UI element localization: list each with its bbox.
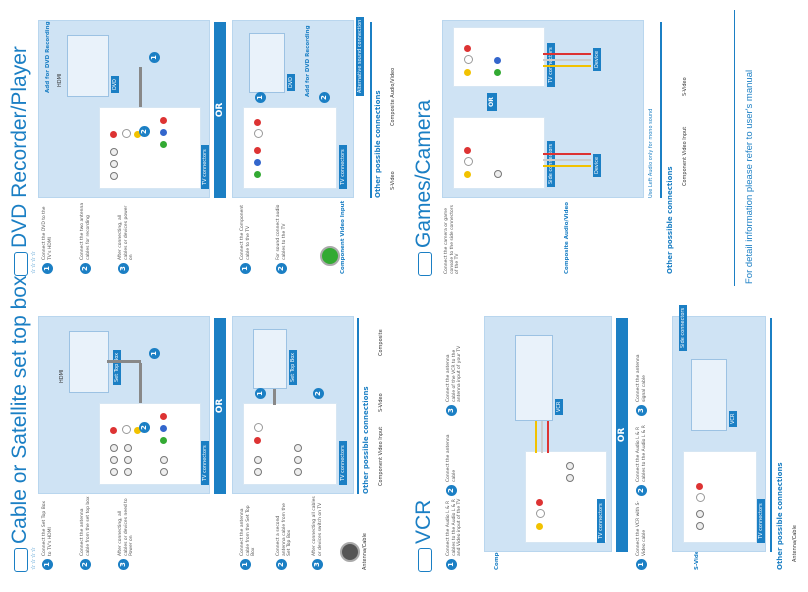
dvd-tag: DVD — [111, 75, 119, 93]
dvd-step-2: Connect the two antenna cables for recor… — [80, 202, 91, 260]
vcr-step-1: Connect the Audio L & R cables to the Au… — [446, 498, 462, 556]
dvd-device-2 — [249, 33, 285, 93]
hdmi-label: HDMI — [59, 369, 65, 383]
dvd-step-b1: Connect the Component cable to the TV — [240, 205, 251, 260]
dvd-section: DVD Recorder/Player ☆☆☆☆ 1 Connect the D… — [0, 0, 404, 296]
vcr-icon — [418, 548, 432, 572]
footer-note: For detail information please refer to u… — [744, 69, 755, 284]
cable-step-b1: Connect the antenna cable from the Set T… — [240, 505, 256, 556]
dvd-tag-2: DVD — [287, 73, 295, 91]
other-connections-heading: Other possible connections — [374, 90, 382, 198]
vcr-step-b3: Connect the antenna signal cable — [636, 354, 647, 402]
option-svideo: S-Video — [682, 77, 688, 96]
games-panel: Side connectors OR TV connectors Device … — [442, 20, 644, 198]
dvd-title: DVD Recorder/Player — [8, 46, 31, 248]
hdmi-label: HDMI — [57, 73, 63, 87]
option-component: Component Video Input — [378, 426, 384, 486]
set-top-box-tag: Set Top Box — [113, 349, 121, 385]
step-1-badge: 1 — [42, 559, 53, 570]
left-audio-note: Use Left Audio only for mono sound — [648, 108, 654, 198]
vcr-step-2: Connect the antenna cable — [446, 434, 457, 482]
device-tag-1: Device — [593, 153, 601, 177]
dvd-device — [67, 35, 109, 97]
vcr-composite-panel: TV connectors VCR — [484, 316, 612, 552]
antenna-plug-icon — [340, 542, 360, 562]
dvd-component-panel: TV connectors DVD Add for DVD Recording … — [232, 20, 354, 198]
or-divider: OR — [214, 22, 226, 198]
cable-step-b3: After connecting all cables or devices s… — [312, 496, 323, 556]
games-section: Games/Camera Connect the camera or game … — [404, 0, 808, 296]
option-component: Component Video Input — [682, 126, 688, 186]
vcr-title: VCR — [412, 499, 435, 544]
antenna-panel: TV connectors Set Top Box 1 2 — [232, 316, 354, 494]
vcr-tag-2: VCR — [729, 410, 737, 427]
games-step-1: Connect the camera or game console to th… — [444, 205, 460, 274]
option-antenna: Antenna/Cable — [792, 525, 798, 562]
tv-connectors-label: TV connectors — [201, 145, 209, 189]
hdmi-cable — [139, 363, 142, 403]
option-composite: Composite Audio/Video — [390, 67, 396, 126]
tv-back-panel — [99, 403, 201, 485]
games-title: Games/Camera — [412, 99, 435, 248]
dvd-step-1: Connect the DVD to the TV's HDMI — [42, 206, 53, 260]
set-top-box-tag-2: Set Top Box — [289, 349, 297, 385]
component-label: Component Video Input — [340, 200, 346, 274]
vcr-device — [515, 335, 553, 421]
tv-connectors-label: TV connectors — [597, 499, 605, 543]
other-connections-heading: Other possible connections — [362, 386, 370, 494]
tv-connectors-label-2: TV connectors — [339, 145, 347, 189]
cable-section: Cable or Satellite set top box 1 Connect… — [8, 275, 384, 572]
vcr-svideo-panel: TV connectors VCR Side connectors — [672, 304, 766, 552]
cable-step-1: Connect the Set Top Box to TV's HDMI — [42, 500, 53, 556]
vcr-step-3: Connect the antenna cable of the VCR to … — [446, 345, 462, 402]
or-divider: OR — [214, 318, 226, 494]
cable-step-2: Connect the antenna cable from the set t… — [80, 496, 91, 556]
antenna-cable-label: Antenna/Cable — [362, 533, 368, 570]
tv-back-panel-2 — [243, 403, 337, 485]
section-rule — [357, 318, 359, 494]
set-top-box-device — [69, 331, 109, 393]
dvd-step-3: After connecting, all cables or devices … — [118, 205, 134, 260]
option-svideo: S-Video — [378, 393, 384, 412]
dvd-step-b2: For sound connect audio cables to the TV — [276, 204, 287, 260]
vcr-tag: VCR — [555, 398, 563, 415]
set-top-box-device-2 — [253, 329, 287, 389]
composite-label: Composite Audio/Video — [564, 202, 570, 274]
option-svideo: S-Video — [390, 171, 396, 190]
or-divider: OR — [616, 318, 628, 552]
cable-step-b2: Connect a second antenna cable from the … — [276, 503, 292, 556]
add-dvd-label-2: Add for DVD Recording — [305, 25, 311, 97]
component-plug-icon — [320, 246, 340, 266]
hdmi-cable-vertical — [107, 360, 141, 363]
side-connectors-tag: Side connectors — [547, 140, 555, 187]
option-composite: Composite — [378, 329, 384, 356]
dvd-hdmi-panel: TV connectors DVD HDMI Add for DVD Recor… — [38, 20, 210, 198]
camera-icon — [418, 252, 432, 276]
or-divider: OR — [487, 93, 497, 111]
dvd-icon — [14, 252, 28, 276]
tv-connectors-label-2: TV connectors — [339, 441, 347, 485]
add-dvd-label: Add for DVD Recording — [45, 21, 51, 93]
cable-step-3: After connecting, all cables or devices … — [118, 498, 134, 556]
rating-stars: ☆☆☆☆ — [30, 546, 37, 570]
vcr-device-2 — [691, 359, 727, 431]
tv-connectors-label: TV connectors — [201, 441, 209, 485]
set-top-box-icon — [14, 548, 28, 572]
side-connectors-tag: Side connectors — [679, 304, 687, 351]
other-connections-heading: Other possible connections — [666, 166, 674, 274]
vcr-step-b2: Connect the Audio L & R cables to the Au… — [636, 425, 647, 482]
tv-connectors-label-2: TV connectors — [757, 499, 765, 543]
step-3-badge: 3 — [118, 559, 129, 570]
other-connections-heading: Other possible connections — [776, 462, 784, 570]
cable-title: Cable or Satellite set top box — [8, 275, 31, 545]
vcr-section: VCR 1 Connect the Audio L & R cables to … — [404, 296, 808, 592]
device-tag-2: Device — [593, 47, 601, 71]
hdmi-panel: TV connectors Set Top Box HDMI 1 2 — [38, 316, 210, 494]
vcr-step-b1: Connect the VCR with S-Video cable — [636, 500, 647, 556]
alt-sound-tag: Alternative sound connection — [356, 16, 364, 96]
step-2-badge: 2 — [80, 559, 91, 570]
